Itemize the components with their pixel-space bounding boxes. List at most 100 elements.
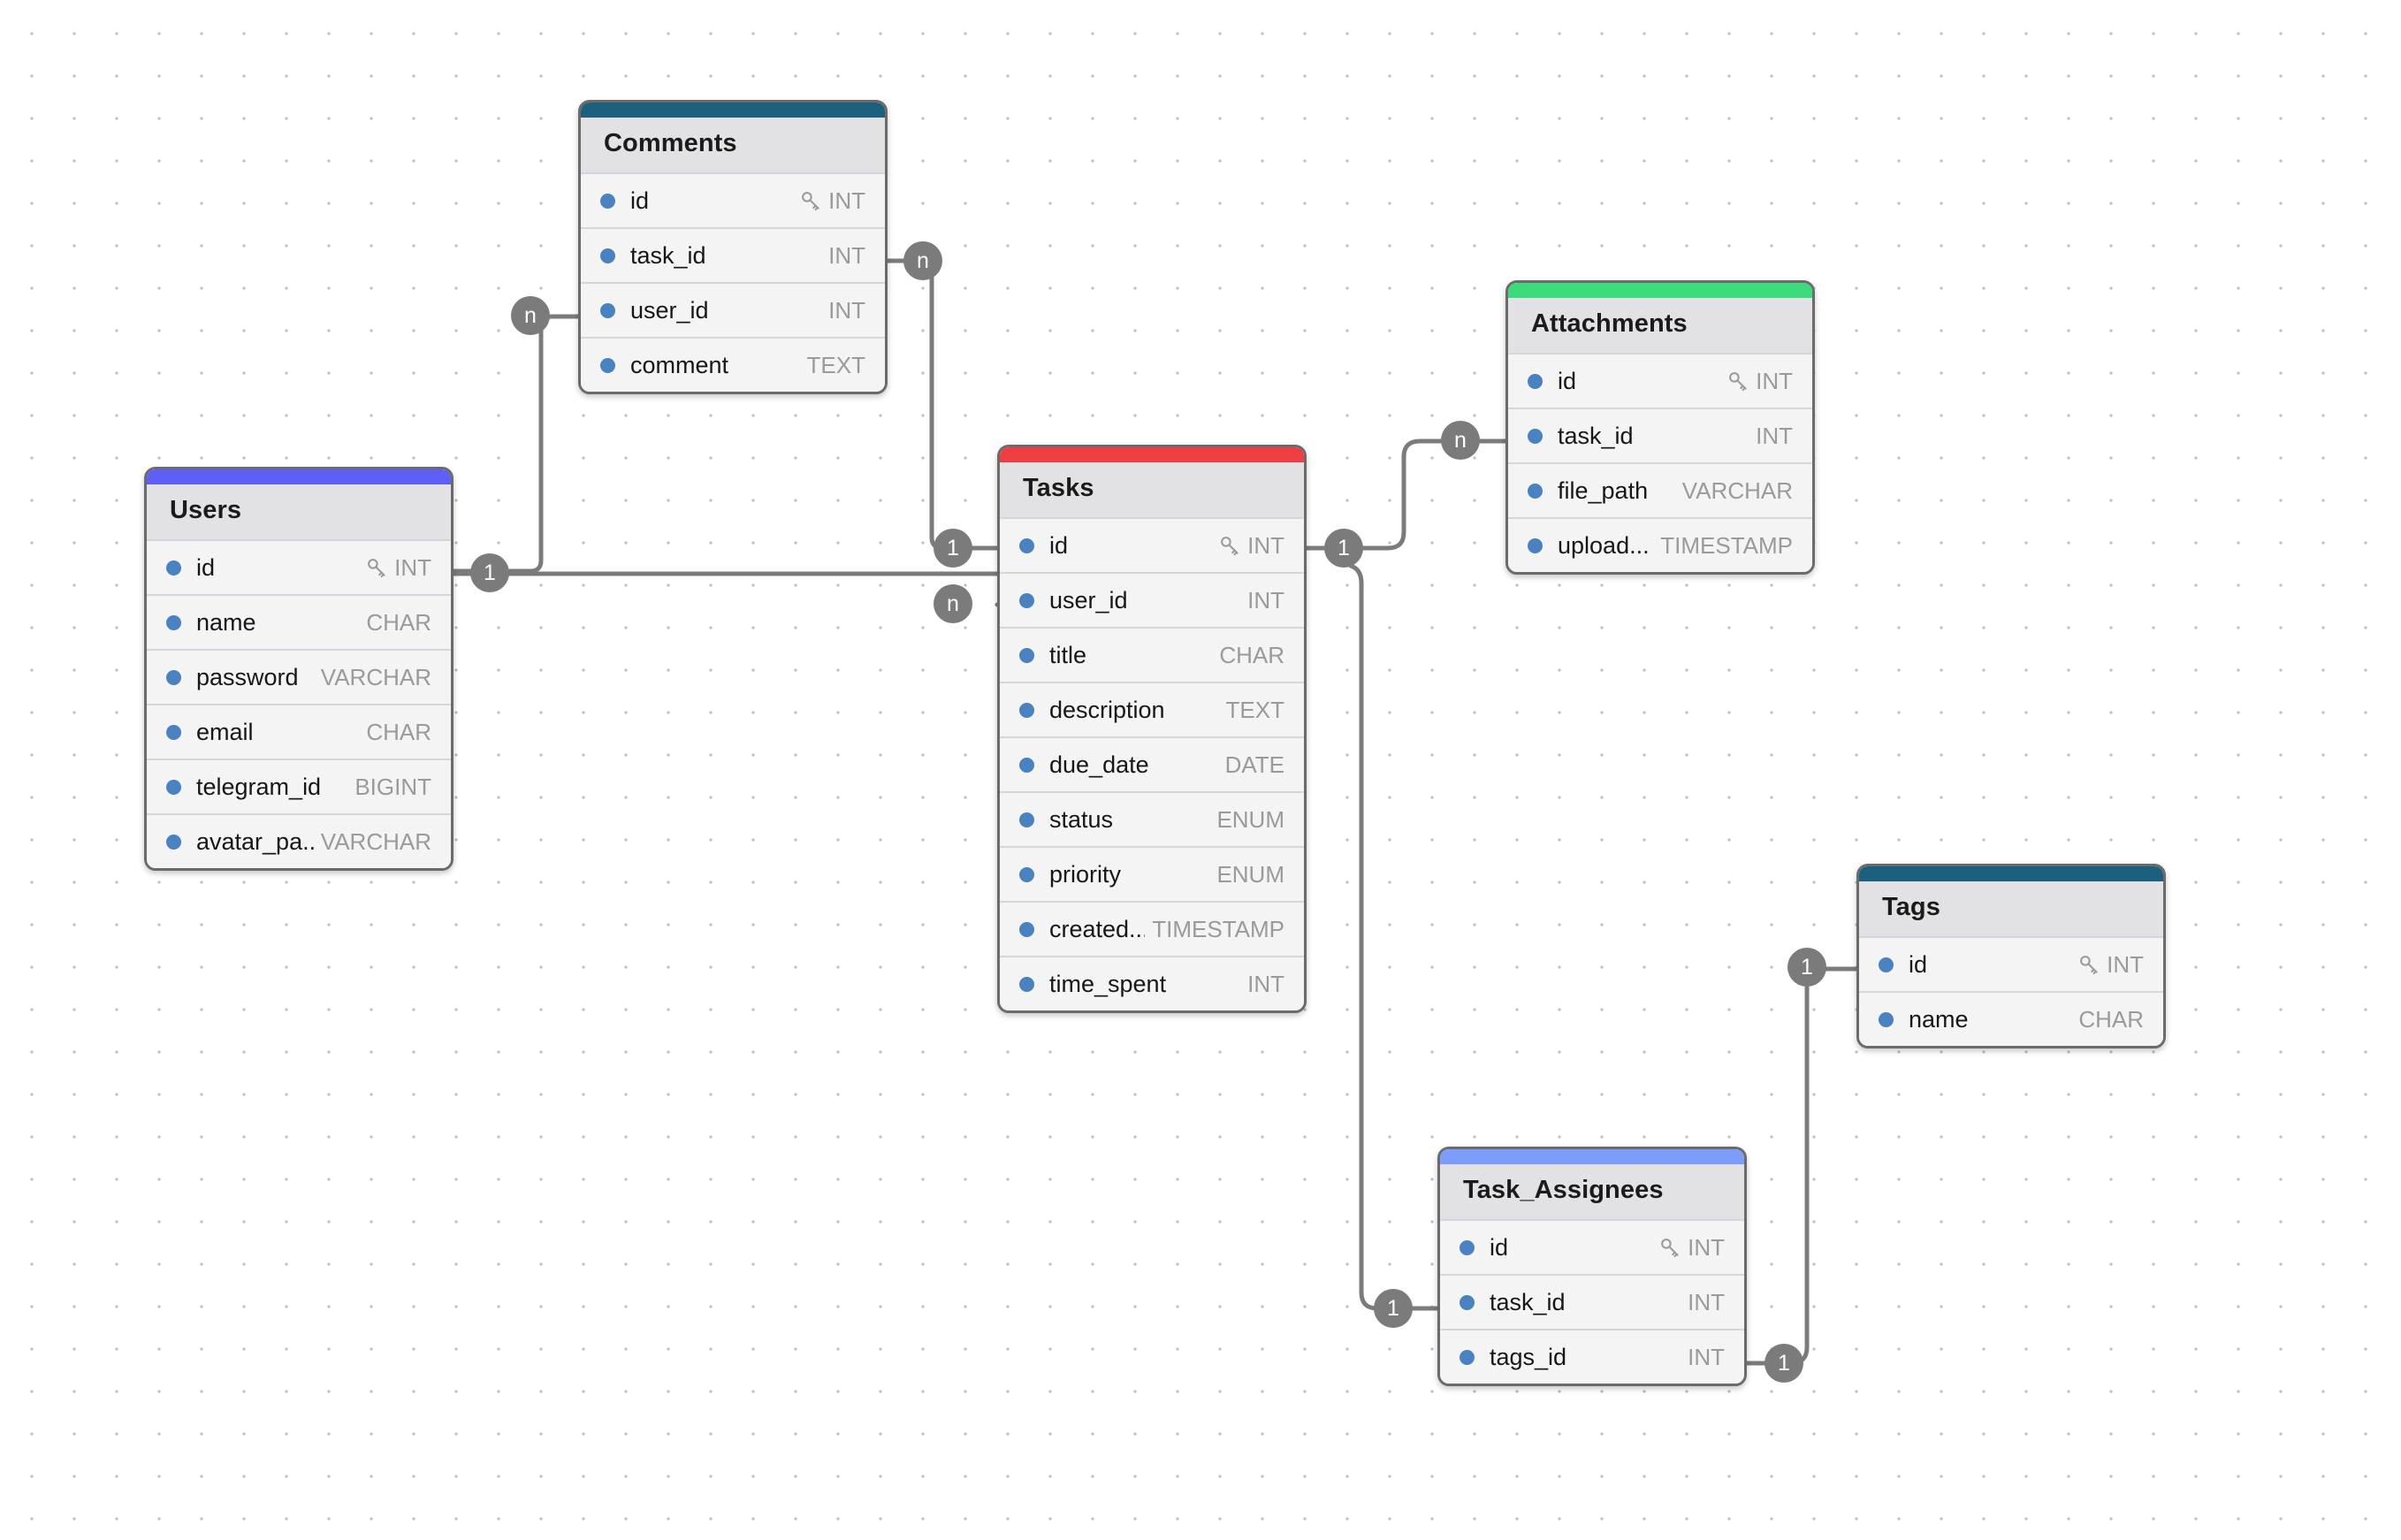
table-title: Comments xyxy=(581,118,885,172)
field-bullet-icon xyxy=(166,560,181,576)
field-bullet-icon xyxy=(1460,1294,1475,1310)
field-row-avatar_pa[interactable]: avatar_pa...VARCHAR xyxy=(147,813,451,868)
field-type-label: CHAR xyxy=(2078,1005,2144,1033)
table-accent-bar xyxy=(1859,866,2163,881)
field-type-label: INT xyxy=(1756,367,1793,394)
field-type-label: INT xyxy=(828,187,865,214)
field-row-name[interactable]: name CHAR xyxy=(1859,991,2163,1046)
cardinality-badge: 1 xyxy=(1324,529,1363,568)
field-type-label: INT xyxy=(1756,422,1793,449)
field-name: comment xyxy=(630,351,729,378)
field-bullet-icon xyxy=(1460,1349,1475,1365)
field-type-label: ENUM xyxy=(1216,805,1284,833)
cardinality-badge: n xyxy=(903,241,942,280)
field-row-upload[interactable]: upload...TIMESTAMP xyxy=(1508,517,1812,572)
cardinality-badge: 1 xyxy=(1765,1344,1803,1383)
table-title: Users xyxy=(147,484,451,539)
field-row-time_spent[interactable]: time_spent INT xyxy=(1000,956,1304,1010)
field-type-label: INT xyxy=(1247,586,1284,614)
field-name: tags_id xyxy=(1490,1343,1567,1370)
field-bullet-icon xyxy=(166,669,181,685)
field-type: INT xyxy=(799,187,865,215)
field-row-status[interactable]: status ENUM xyxy=(1000,791,1304,846)
field-name: time_spent xyxy=(1049,970,1167,997)
table-accent-bar xyxy=(147,469,451,484)
cardinality-badge: n xyxy=(511,296,550,335)
field-bullet-icon xyxy=(1019,757,1034,773)
field-row-created[interactable]: created...TIMESTAMP xyxy=(1000,901,1304,956)
field-bullet-icon xyxy=(1879,957,1894,972)
field-name: id xyxy=(196,553,216,581)
field-row-email[interactable]: email CHAR xyxy=(147,704,451,759)
field-type-label: INT xyxy=(2107,950,2144,978)
field-type-label: DATE xyxy=(1224,751,1284,778)
cardinality-badge: n xyxy=(1441,421,1480,460)
field-bullet-icon xyxy=(1528,428,1543,444)
primary-key-icon xyxy=(2077,953,2100,976)
field-name: description xyxy=(1049,696,1165,723)
field-bullet-icon xyxy=(1528,373,1543,389)
table-title: Attachments xyxy=(1508,298,1812,353)
field-bullet-icon xyxy=(1528,537,1543,553)
cardinality-badge: 1 xyxy=(1787,948,1826,987)
field-type-label: INT xyxy=(1247,970,1284,997)
field-row-priority[interactable]: priority ENUM xyxy=(1000,846,1304,901)
field-name: upload... xyxy=(1558,531,1650,559)
cardinality-badge: 1 xyxy=(1374,1289,1413,1328)
field-type: CHAR xyxy=(366,719,431,746)
cardinality-badge: n xyxy=(934,584,972,623)
field-bullet-icon xyxy=(1019,647,1034,663)
field-type: TEXT xyxy=(807,352,865,379)
field-name: name xyxy=(1909,1005,1969,1033)
field-type: TIMESTAMP xyxy=(1152,916,1284,943)
field-name: email xyxy=(196,718,254,745)
field-type-label: ENUM xyxy=(1216,860,1284,888)
field-row-comment[interactable]: comment TEXT xyxy=(581,337,885,392)
field-type-label: VARCHAR xyxy=(320,663,431,690)
cardinality-badge: 1 xyxy=(470,553,509,592)
primary-key-icon xyxy=(799,189,822,212)
field-name: id xyxy=(1490,1233,1509,1261)
field-row-user_id[interactable]: user_id INT xyxy=(581,282,885,337)
field-type: INT xyxy=(1756,423,1793,450)
field-type-label: VARCHAR xyxy=(320,827,431,855)
field-type: INT xyxy=(828,297,865,324)
relationship-edge-tags-task_assignees xyxy=(1739,966,1859,1366)
relationship-edge-comments-tasks xyxy=(880,258,1000,551)
field-name: status xyxy=(1049,805,1114,833)
field-name: avatar_pa... xyxy=(196,827,314,855)
field-type-label: TEXT xyxy=(806,351,865,378)
field-type: VARCHAR xyxy=(321,828,431,856)
field-bullet-icon xyxy=(600,357,615,373)
field-name: priority xyxy=(1049,860,1122,888)
field-name: user_id xyxy=(630,296,709,324)
table-accent-bar xyxy=(1000,447,1304,462)
relationship-edge-users-comments xyxy=(450,314,581,574)
field-type-label: INT xyxy=(1247,531,1284,559)
